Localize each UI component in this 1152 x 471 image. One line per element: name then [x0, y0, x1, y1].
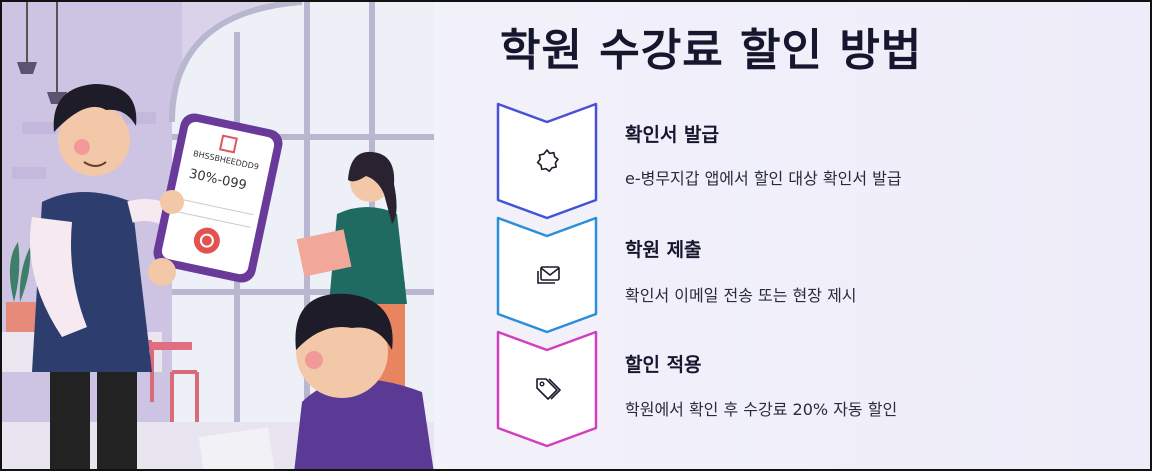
step-2-description: 확인서 이메일 전송 또는 현장 제시 [625, 286, 857, 305]
mail-icon [529, 255, 569, 295]
step-3-chevron [496, 330, 598, 448]
step-3-title: 할인 적용 [625, 354, 702, 376]
page-title: 학원 수강료 할인 방법 [500, 25, 923, 76]
step-2-title: 학원 제출 [625, 239, 702, 261]
step-1-description: e-병무지갑 앱에서 할인 대상 확인서 발급 [625, 169, 902, 188]
illustration: BHSSBHEEDDD9 30%-099 [2, 2, 434, 469]
badge-icon [527, 141, 567, 181]
step-3-description: 학원에서 확인 후 수강료 20% 자동 할인 [625, 400, 898, 419]
step-2-chevron [496, 216, 598, 334]
step-1-chevron [496, 102, 598, 220]
step-1-title: 확인서 발급 [625, 124, 720, 146]
tag-icon [528, 369, 568, 409]
